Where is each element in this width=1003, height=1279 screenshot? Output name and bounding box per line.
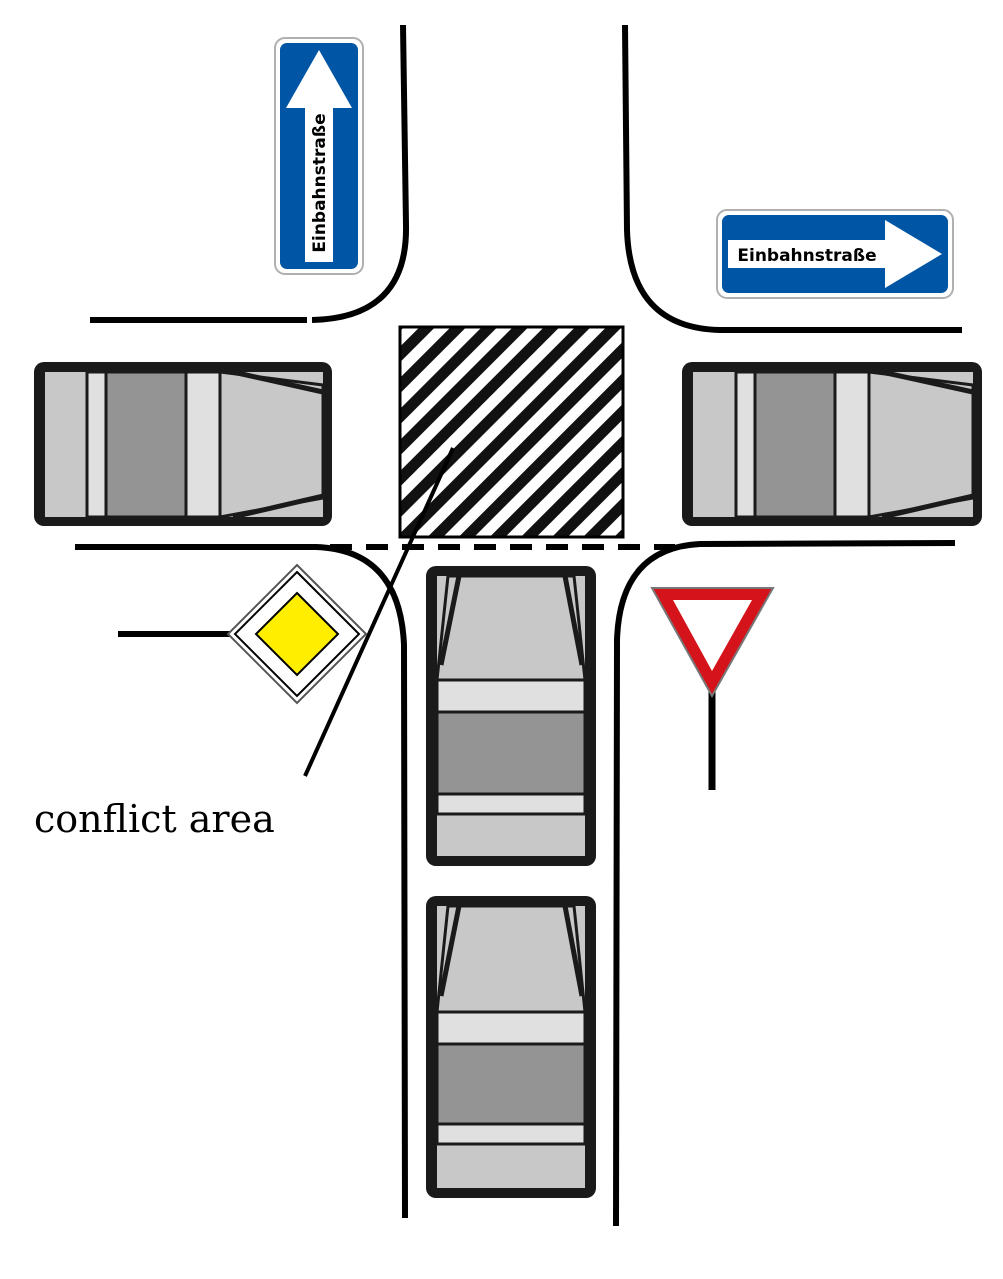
car-south-1	[426, 566, 596, 866]
arrow-up-icon	[286, 50, 352, 262]
conflict-area-leader-line	[303, 447, 455, 777]
road-edge-north-left	[311, 24, 410, 323]
road-edge-main-bottom-left	[75, 544, 408, 1219]
priority-road-sign	[118, 563, 368, 705]
road-edge-north-right	[622, 24, 962, 333]
conflict-area	[398, 325, 625, 539]
car-east	[682, 362, 982, 526]
one-way-sign-east-text: Einbahnstraße	[737, 246, 876, 266]
one-way-sign-east: Einbahnstraße	[716, 209, 954, 299]
yield-sign	[650, 587, 775, 790]
one-way-sign-north-text: Einbahnstraße	[310, 113, 330, 252]
car-south-2	[426, 896, 596, 1198]
road-edge-main-bottom-right	[613, 540, 956, 1227]
road-edges	[75, 24, 962, 1227]
arrow-right-icon	[728, 220, 942, 288]
car-west	[34, 362, 332, 526]
one-way-sign-north: Einbahnstraße	[274, 37, 364, 275]
conflict-area-label: conflict area	[34, 797, 275, 841]
